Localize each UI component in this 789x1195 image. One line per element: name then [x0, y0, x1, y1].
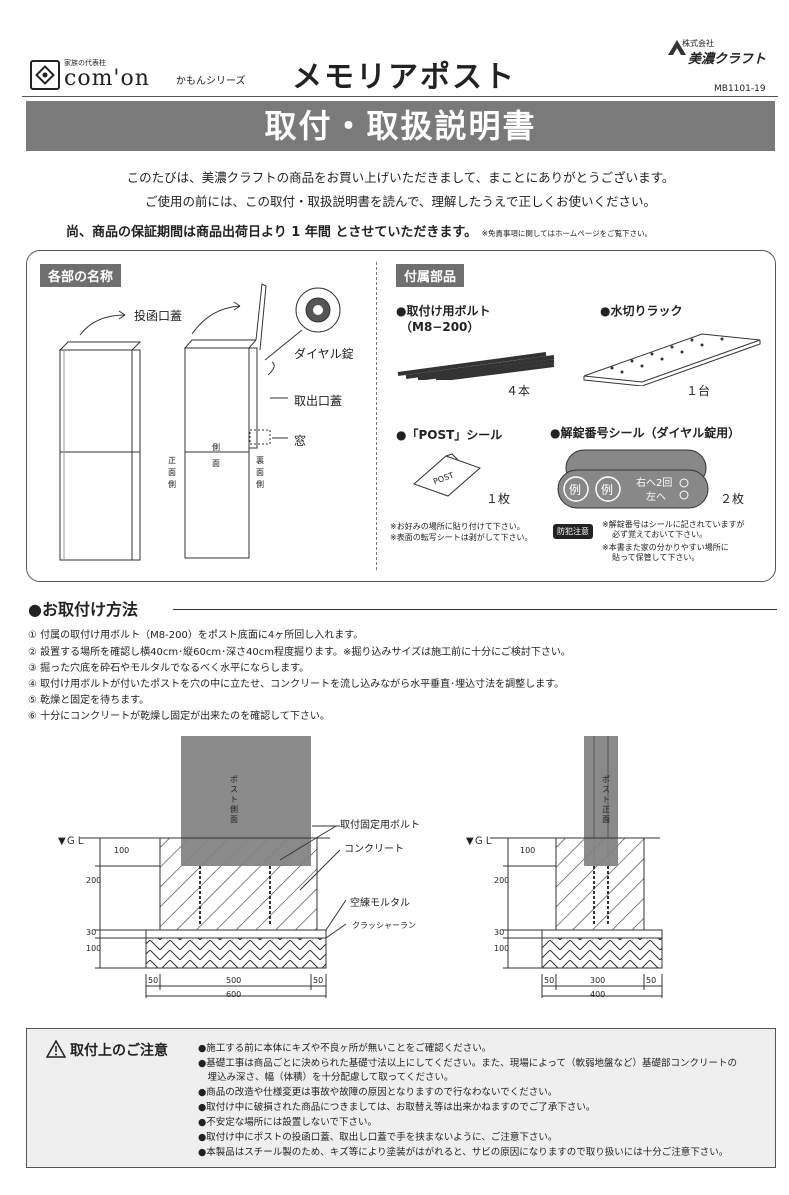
caution-panel — [26, 1028, 776, 1168]
acc-rack-qty: １台 — [686, 384, 711, 398]
left-dim-50b: 50 — [313, 976, 324, 985]
accessories-title: 付属部品 — [396, 264, 465, 287]
parts-panel — [26, 250, 776, 582]
left-dim-600: 600 — [226, 990, 242, 999]
sticker-note-1: ※お好みの場所に貼り付けて下さい。 — [390, 522, 525, 531]
right-dim-400: 400 — [590, 990, 606, 999]
caution-item-8: ●本製品はスチール製のため、キズ等により塗装がはがれると、サビの原因になりますの… — [198, 1147, 729, 1158]
acc-bolt-spec: （M8−200） — [400, 320, 480, 334]
install-step-6: ⑥ 十分にコンクリートが乾燥し固定が出来たのを確認して下さい。 — [28, 711, 330, 722]
sticker-note-2: ※表面の転写シートは剥がして下さい。 — [390, 533, 533, 542]
intro-line-1: このたびは、美濃クラフトの商品をお買い上げいただきまして、まことにありがとうござ… — [126, 170, 675, 185]
install-step-5: ⑤ 乾燥と固定を待ちます。 — [28, 695, 150, 706]
acc-bolt-title: ●取付け用ボルト — [396, 304, 491, 318]
label-window: 窓 — [294, 434, 307, 448]
intro-line-2: ご使用の前には、この取付・取扱説明書を読んで、理解したうえで正しくお使いください… — [144, 194, 656, 209]
product-title: メモリアポスト — [292, 60, 516, 95]
warranty-statement: 尚、商品の保証期間は商品出荷日より 1 年間 とさせていただきます。 ※免責事項… — [66, 221, 652, 240]
crusher-label: クラッシャーラン — [352, 921, 416, 930]
right-dim-50b: 50 — [646, 976, 657, 985]
post-side-label: ポスト側面 — [230, 775, 238, 824]
acc-bolt-qty: ４本 — [506, 384, 531, 398]
left-dim-50a: 50 — [148, 976, 159, 985]
label-back-side: 裏面側 — [256, 456, 264, 489]
caution-item-4: ●商品の改造や仕様変更は事故や故障の原因となりますので行なわないでください。 — [198, 1087, 558, 1098]
dial-seal-example-2: 例 — [601, 483, 614, 497]
install-step-3: ③ 掘った穴底を砕石やモルタルでなるべく水平にならします。 — [28, 663, 310, 674]
caution-title: 取付上のご注意 — [70, 1043, 168, 1059]
brand-tagline: 家族の代表柱 — [64, 59, 106, 67]
label-outlet-lid: 取出口蓋 — [294, 394, 343, 408]
post-front-label: ポスト正面 — [602, 775, 610, 824]
acc-rack-title: ●水切りラック — [600, 304, 683, 318]
caution-item-1: ●施工する前に本体にキズや不良ヶ所が無いことをご確認ください。 — [198, 1043, 492, 1054]
parts-names-title: 各部の名称 — [40, 264, 122, 287]
dial-seal-right: 右へ2回 — [636, 478, 673, 489]
foundation-diagrams — [80, 736, 663, 998]
acc-dial-seal-title: ●解錠番号シール（ダイヤル錠用） — [550, 426, 741, 440]
concrete-label: コンクリート — [344, 844, 404, 855]
dial-note-2b: 貼って保管して下さい。 — [612, 553, 700, 562]
caution-item-3: 埋込み深さ、幅（体積）を十分配慮して取ってください。 — [198, 1072, 454, 1083]
brand-name: com'on — [64, 66, 150, 91]
caution-item-6: ●不安定な場所には設置しないで下さい。 — [198, 1117, 378, 1128]
right-dim-50a: 50 — [544, 976, 555, 985]
install-step-4: ④ 取付け用ボルトが付いたポストを穴の中に立たせ、コンクリートを流し込みながら水… — [28, 679, 565, 690]
left-dim-100: 100 — [114, 846, 130, 855]
dial-seal-illustration — [557, 449, 709, 509]
install-step-1: ① 付属の取付け用ボルト（M8-200）をポスト底面に4ヶ所回し入れます。 — [28, 630, 364, 641]
parts-divider — [376, 262, 377, 570]
right-dim-100b: 100 — [494, 944, 510, 953]
warning-triangle-icon — [45, 1039, 67, 1062]
post-sticker-illustration — [413, 453, 481, 497]
caution-item-5: ●取付け中に破損された商品につきましては、お取替え等は出来かねますのでご了承下さ… — [198, 1102, 596, 1113]
dial-seal-example-1: 例 — [569, 483, 582, 497]
left-dim-500: 500 — [226, 976, 242, 985]
acc-dial-seal-qty: ２枚 — [720, 492, 745, 506]
acc-sticker-title: ●「POST」シール — [396, 428, 503, 442]
caution-item-2: ●基礎工事は商品ごとに決められた基礎寸法以上にしてください。また、現場によって（… — [198, 1058, 737, 1069]
gl-label-left: ▼ＧＬ — [58, 836, 86, 847]
label-front-side: 正面側 — [168, 456, 176, 489]
right-dim-30: 30 — [494, 928, 505, 937]
label-dial-lock: ダイヤル錠 — [294, 347, 354, 361]
document-code: MB1101-19 — [714, 84, 766, 94]
label-side: 側面 — [212, 443, 220, 468]
maker-name: 美濃クラフト — [688, 52, 767, 67]
mortar-label: 空練モルタル — [350, 898, 410, 909]
left-dim-30: 30 — [86, 928, 97, 937]
crime-prevention-badge: 防犯注意 — [553, 524, 593, 539]
label-lid: 投函口蓋 — [134, 309, 183, 323]
maker-company-prefix: 株式会社 — [682, 39, 714, 48]
install-title-rule — [173, 609, 777, 610]
dial-note-1: ※解錠番号はシールに記されていますが — [602, 520, 745, 529]
right-dim-100: 100 — [520, 846, 536, 855]
maker-logo-icon — [667, 38, 687, 60]
warranty-note: ※免責事項に関してはホームページをご覧下さい。 — [481, 229, 653, 238]
brand-logo-icon — [30, 60, 60, 90]
bolts-illustration — [397, 352, 555, 380]
gl-label-right: ▼ＧＬ — [466, 836, 494, 847]
caution-item-7: ●取付け中にポストの投函口蓋、取出し口蓋で手を挟まないように、ご注意下さい。 — [198, 1132, 558, 1143]
install-step-2: ② 設置する場所を確認し横40cm･縦60cm･深さ40cm程度掘ります。※掘り… — [28, 647, 571, 658]
acc-sticker-qty: １枚 — [486, 492, 511, 506]
dial-note-2: ※本書また家の分かりやすい場所に — [602, 543, 729, 552]
right-dim-300: 300 — [590, 976, 606, 985]
dial-note-1b: 必ず覚えておいて下さい。 — [612, 530, 708, 539]
warranty-text: 尚、商品の保証期間は商品出荷日より 1 年間 とさせていただきます。 — [66, 225, 478, 240]
dial-seal-left: 左へ — [646, 492, 666, 503]
document-title-banner: 取付・取扱説明書 — [26, 101, 775, 151]
right-dim-200: 200 — [494, 876, 510, 885]
header-rule — [22, 96, 778, 97]
rack-illustration — [583, 333, 761, 386]
install-section-title: ●お取付け方法 — [28, 600, 138, 619]
left-dim-100b: 100 — [86, 944, 102, 953]
left-dim-200: 200 — [86, 876, 102, 885]
brand-series: かもんシリーズ — [176, 76, 246, 87]
bolt-label: 取付固定用ボルト — [340, 820, 420, 831]
post-illustration — [58, 283, 341, 561]
